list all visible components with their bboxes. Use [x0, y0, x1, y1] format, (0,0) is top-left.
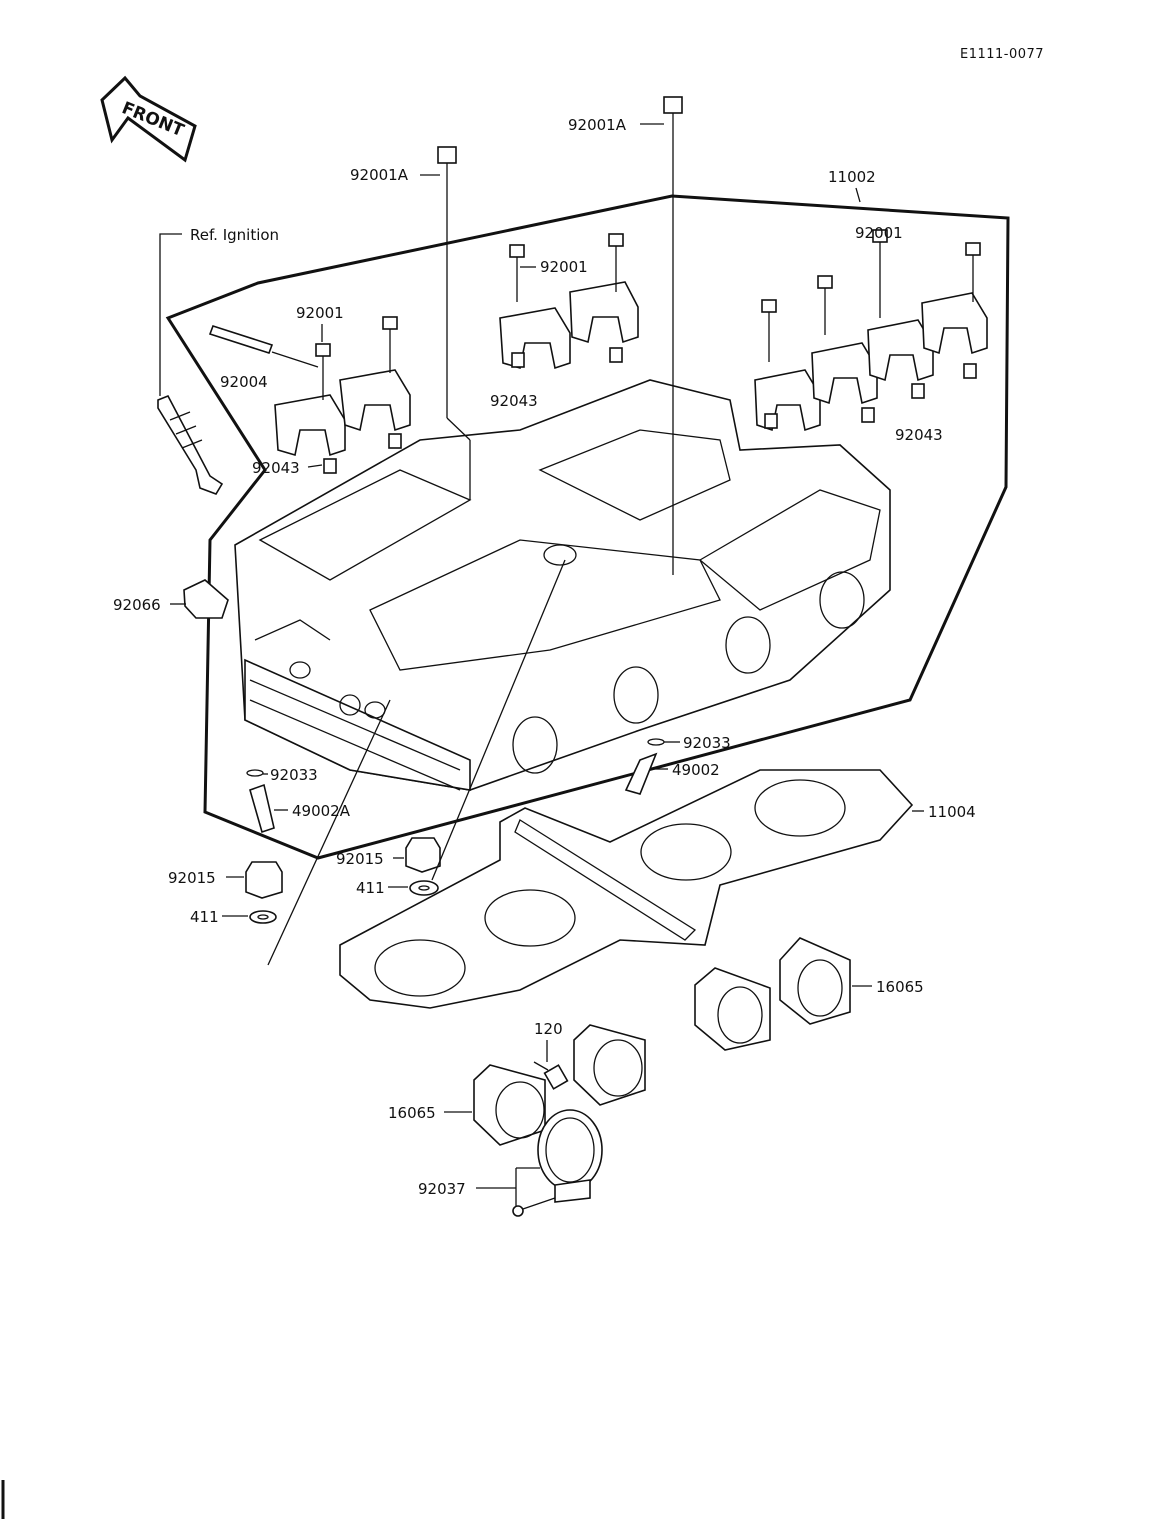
intake-manifold-right — [694, 937, 851, 1051]
bolt-icon — [315, 96, 981, 400]
svg-text:92043: 92043 — [252, 459, 300, 477]
nut-washer-left — [245, 699, 391, 966]
svg-text:92015: 92015 — [168, 869, 216, 887]
callout-92043-right: 92043 — [895, 426, 943, 444]
svg-text:92001: 92001 — [540, 258, 588, 276]
callout-92001-top: 92001 — [520, 258, 588, 276]
callout-92066: 92066 — [113, 596, 186, 614]
camshaft-cap-group-1 — [274, 369, 411, 457]
callout-92043-left: 92043 — [252, 459, 323, 477]
callout-411-left: 411 — [190, 908, 248, 926]
callout-49002: 49002 — [654, 761, 720, 779]
head-gasket-11004 — [339, 769, 914, 1009]
svg-text:411: 411 — [190, 908, 219, 926]
callout-49002A: 49002A — [274, 802, 351, 820]
camshaft-cap-group-3 — [754, 292, 988, 432]
svg-text:92015: 92015 — [336, 850, 384, 868]
callout-92001-left: 92001 — [296, 304, 344, 342]
callout-92004: 92004 — [220, 373, 268, 391]
svg-text:92033: 92033 — [270, 766, 318, 784]
svg-text:92001: 92001 — [855, 224, 903, 242]
clamp-92037 — [512, 1109, 603, 1217]
svg-text:11004: 11004 — [928, 803, 976, 821]
cylinder-head — [234, 379, 891, 791]
nut-washer-center — [405, 559, 566, 896]
callout-411-center: 411 — [356, 879, 408, 897]
cylinder-head-outline — [165, 194, 1010, 860]
valve-guide-49002A — [246, 769, 275, 834]
callout-11002: 11002 — [828, 168, 876, 203]
spark-plug-icon — [157, 394, 224, 495]
callout-16065-right: 16065 — [852, 978, 924, 996]
svg-text:49002A: 49002A — [292, 802, 351, 820]
callout-16065-left: 16065 — [388, 1104, 472, 1122]
callout-92037: 92037 — [418, 1167, 540, 1206]
front-arrow-icon: FRONT — [100, 75, 197, 163]
svg-text:92001A: 92001A — [350, 166, 409, 184]
callout-92033-right: 92033 — [664, 734, 731, 752]
callout-92001A-left: 92001A — [350, 166, 440, 184]
plug-cap-92066 — [183, 579, 229, 619]
svg-text:92043: 92043 — [895, 426, 943, 444]
callout-92033-left: 92033 — [263, 766, 318, 784]
svg-text:11002: 11002 — [828, 168, 876, 186]
diagram-code: E1111-0077 — [960, 47, 1044, 62]
callout-92015-left: 92015 — [168, 869, 244, 887]
intake-manifold-left — [473, 1024, 646, 1146]
callout-120: 120 — [534, 1020, 563, 1062]
svg-text:16065: 16065 — [388, 1104, 436, 1122]
svg-text:120: 120 — [534, 1020, 563, 1038]
svg-text:92001: 92001 — [296, 304, 344, 322]
dowel-pin-icon — [323, 347, 977, 474]
ref-ignition-bracket — [159, 233, 182, 396]
stud-icon — [208, 325, 319, 368]
ref-ignition-label: Ref. Ignition — [190, 226, 279, 244]
svg-text:92043: 92043 — [490, 392, 538, 410]
callout-92043-center: 92043 — [490, 392, 538, 410]
svg-text:49002: 49002 — [672, 761, 720, 779]
svg-text:92066: 92066 — [113, 596, 161, 614]
callout-92001-right: 92001 — [855, 224, 903, 242]
svg-text:411: 411 — [356, 879, 385, 897]
svg-text:92033: 92033 — [683, 734, 731, 752]
callout-92015-center: 92015 — [336, 850, 404, 868]
svg-text:92004: 92004 — [220, 373, 268, 391]
svg-text:92037: 92037 — [418, 1180, 466, 1198]
screw-120 — [533, 1061, 569, 1090]
svg-text:92001A: 92001A — [568, 116, 627, 134]
callout-11004: 11004 — [912, 803, 976, 821]
callout-92001A-right: 92001A — [568, 116, 664, 134]
svg-text:16065: 16065 — [876, 978, 924, 996]
